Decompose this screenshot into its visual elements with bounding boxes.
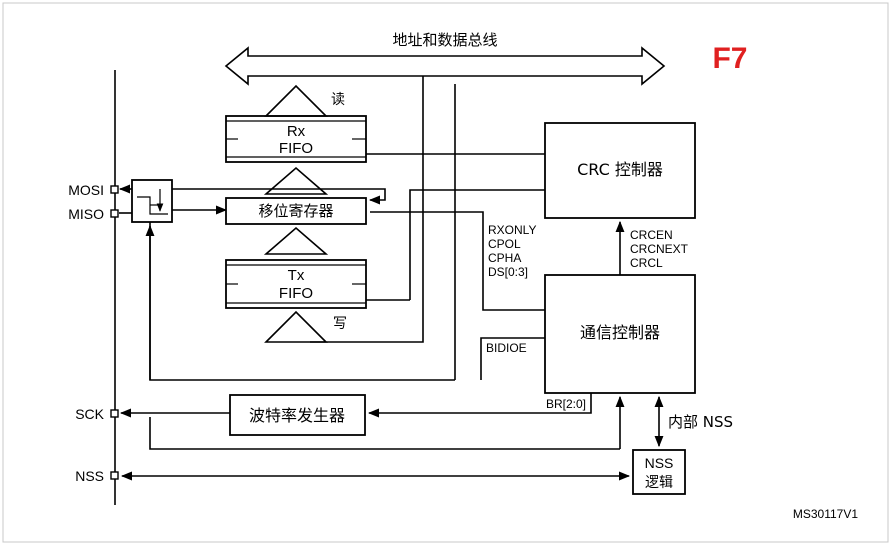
shift-register-box <box>225 197 367 225</box>
nss-pin <box>110 471 119 480</box>
comm-controller-box <box>544 274 696 394</box>
nss-label: NSS <box>75 468 104 484</box>
nss-logic-box <box>632 449 686 495</box>
rx-read-arrow <box>264 84 328 117</box>
sck-pin <box>110 409 119 418</box>
shift-to-rx-arrow <box>263 166 329 195</box>
signal-rxonly: RXONLY <box>488 223 536 237</box>
rx-fifo-label-1: Rx <box>287 123 306 140</box>
tx-fifo-label-1: Tx <box>288 267 305 284</box>
signal-bidioe: BIDIOE <box>486 341 527 355</box>
figure-id: MS30117V1 <box>793 507 858 521</box>
baud-generator-box <box>229 394 366 436</box>
tx-bus-link <box>409 189 455 300</box>
read-label: 读 <box>331 91 345 108</box>
address-data-bus-arrow <box>224 46 666 86</box>
signal-ds: DS[0:3] <box>488 265 528 279</box>
miso-pin <box>110 209 119 218</box>
rx-fifo-label-2: FIFO <box>279 140 313 157</box>
baud-generator-label: 波特率发生器 <box>249 406 345 425</box>
mosi-label: MOSI <box>68 182 104 198</box>
figure-tag: F7 <box>712 42 747 75</box>
write-label: 写 <box>333 316 347 332</box>
sck-label: SCK <box>75 406 104 422</box>
br-to-baud-arrow <box>367 393 592 418</box>
nss-logic-label-2: 逻辑 <box>645 475 673 491</box>
comm-controller-label: 通信控制器 <box>580 323 660 342</box>
sck-feedback-line <box>149 417 620 450</box>
signal-cpol: CPOL <box>488 237 521 251</box>
tx-write-arrow <box>264 310 328 343</box>
shift-out-line <box>172 188 386 205</box>
tx-fifo <box>225 259 367 309</box>
tx-to-shift-arrow <box>263 226 329 255</box>
crc-controller-label: CRC 控制器 <box>577 160 663 179</box>
bus-write-line <box>310 76 424 343</box>
shift-register-label: 移位寄存器 <box>258 202 333 220</box>
signal-br: BR[2:0] <box>546 397 586 411</box>
signal-crcnext: CRCNEXT <box>630 242 689 256</box>
mosi-pin <box>110 185 119 194</box>
io-switch-box <box>131 179 173 223</box>
signal-crcen: CRCEN <box>630 228 673 242</box>
signal-crcl: CRCL <box>630 256 663 270</box>
crc-controller-box <box>544 122 696 219</box>
control-signal-line <box>370 211 545 311</box>
tx-fifo-label-2: FIFO <box>279 285 313 302</box>
signal-cpha: CPHA <box>488 251 521 265</box>
internal-nss-label: 内部 NSS <box>668 413 733 431</box>
miso-label: MISO <box>68 206 104 222</box>
nss-logic-label-1: NSS <box>645 455 674 471</box>
bidioe-line <box>480 337 545 380</box>
bus-label: 地址和数据总线 <box>392 31 497 49</box>
